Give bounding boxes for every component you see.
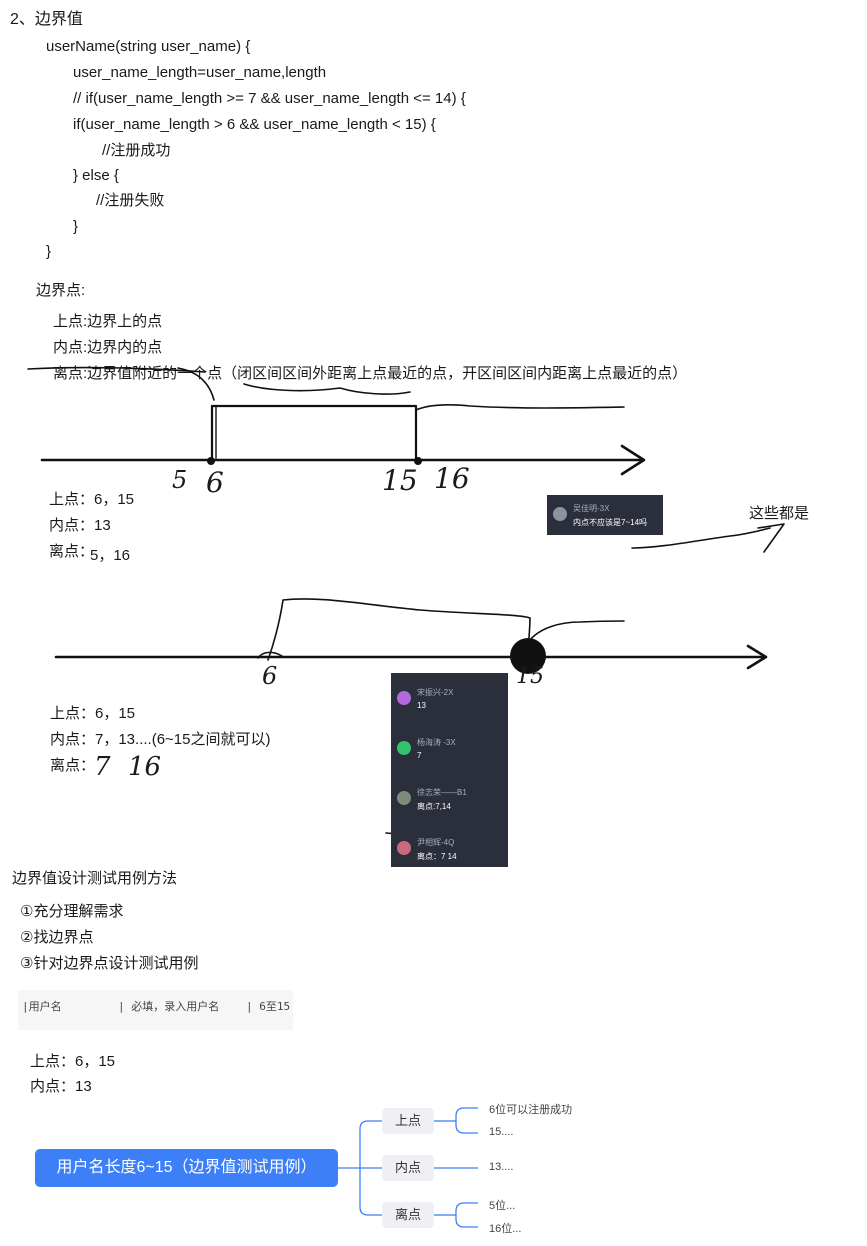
chat-text: 离点:7,14	[417, 802, 451, 811]
mindmap-leaf: 16位...	[489, 1223, 522, 1235]
chat-message: 杨海涛 -3X 7	[391, 737, 508, 777]
code-line: } else {	[73, 167, 119, 184]
table-cell: | 必填，录入用户名	[118, 1000, 220, 1013]
code-comment: //注册失败	[96, 192, 165, 209]
mindmap-node-on-point: 上点	[382, 1108, 434, 1134]
table-cell: | 6至15	[246, 1000, 291, 1013]
mindmap-node-in-point: 内点	[382, 1155, 434, 1181]
note-arrow-head	[757, 523, 785, 553]
summary-off: 离点：	[50, 757, 96, 774]
summary-in: 内点：7，13....(6~15之间就可以)	[50, 731, 271, 748]
hand-label: 6	[206, 466, 224, 499]
summary-off-values: 5，16	[90, 547, 131, 564]
avatar	[397, 791, 411, 805]
chat-text: 内点不应该是7~14吗	[573, 518, 648, 527]
chat-message: 尹相辉-4Q 离点：7 14	[391, 837, 508, 877]
hand-label: 7	[94, 752, 111, 782]
chat-author: 杨海涛 -3X	[417, 738, 456, 747]
chat-text: 13	[417, 701, 426, 710]
mindmap-leaf: 6位可以注册成功	[489, 1104, 573, 1116]
avatar	[397, 691, 411, 705]
note-text: 这些都是	[749, 505, 810, 522]
method-step: ②找边界点	[20, 929, 94, 946]
chat-author: 吴佳明-3X	[573, 504, 610, 513]
chat-author: 尹相辉-4Q	[417, 838, 455, 847]
point-6	[207, 457, 215, 465]
code-line: }	[46, 243, 52, 260]
avatar	[397, 741, 411, 755]
table-cell: |用户名	[22, 1000, 62, 1013]
mindmap-leaf: 5位...	[489, 1200, 516, 1212]
point-15-filled	[510, 638, 546, 674]
code-line: if(user_name_length > 6 && user_name_len…	[73, 116, 436, 133]
hand-label: 6	[262, 662, 278, 690]
hand-label: 5	[172, 466, 188, 494]
arrow-head-1	[620, 444, 646, 476]
requirement-table-row: |用户名 | 必填，录入用户名 | 6至15	[18, 990, 293, 1030]
mindmap-node-off-point: 离点	[382, 1202, 434, 1228]
strike-stroke	[27, 366, 206, 373]
points-in: 内点：13	[30, 1078, 92, 1095]
code-line: // if(user_name_length >= 7 && user_name…	[73, 90, 466, 107]
chat-panel-1: 吴佳明-3X 内点不应该是7~14吗	[547, 495, 663, 535]
note-arrow	[631, 527, 771, 549]
section-title: 2、边界值	[10, 11, 83, 28]
mindmap-leaf: 13....	[489, 1161, 514, 1173]
chat-message: 吴佳明-3X 内点不应该是7~14吗	[547, 503, 663, 543]
chat-panel-2: 宋振兴-2X 13 杨海涛 -3X 7 徐志荣——B1 离点:7,14 尹相辉-…	[391, 673, 508, 867]
hand-label: 16	[128, 752, 162, 782]
hand-label: 15	[516, 664, 544, 689]
summary-on: 上点：6，15	[50, 705, 136, 722]
extension-curve	[529, 620, 625, 641]
mindmap-root: 用户名长度6~15（边界值测试用例）	[35, 1149, 338, 1187]
chat-text: 离点：7 14	[417, 852, 457, 861]
interval-box	[210, 404, 418, 462]
summary-in: 内点：13	[49, 517, 111, 534]
avatar	[553, 507, 567, 521]
method-step: ①充分理解需求	[20, 903, 124, 920]
summary-off: 离点：	[49, 543, 95, 560]
hand-label: 16	[434, 462, 470, 495]
chat-message: 宋振兴-2X 13	[391, 687, 508, 727]
extension-line	[415, 404, 625, 411]
underline-stroke	[243, 383, 411, 395]
chat-author: 宋振兴-2X	[417, 688, 454, 697]
chat-message: 徐志荣——B1 离点:7,14	[391, 787, 508, 827]
curve-stroke	[177, 367, 215, 401]
definition-in-point: 内点:边界内的点	[53, 339, 163, 356]
arrow-head-2	[746, 644, 768, 670]
point-15	[414, 457, 422, 465]
chat-author: 徐志荣——B1	[417, 788, 467, 797]
boundary-heading: 边界点:	[36, 282, 86, 299]
method-title: 边界值设计测试用例方法	[12, 870, 178, 887]
code-line: }	[73, 218, 79, 235]
code-line: user_name_length=user_name,length	[73, 64, 327, 81]
hand-label: 15	[382, 464, 418, 497]
interval-curve	[267, 598, 531, 661]
definition-on-point: 上点:边界上的点	[53, 313, 163, 330]
definition-off-point: 离点:边界值附近的一个点（闭区间区间外距离上点最近的点，开区间区间内距离上点最近…	[53, 365, 688, 382]
avatar	[397, 841, 411, 855]
mindmap-leaf: 15....	[489, 1126, 514, 1138]
code-comment: //注册成功	[102, 142, 171, 159]
method-step: ③针对边界点设计测试用例	[20, 955, 199, 972]
summary-on: 上点：6，15	[49, 491, 135, 508]
points-on: 上点：6，15	[30, 1053, 116, 1070]
chat-text: 7	[417, 751, 422, 760]
code-line: userName(string user_name) {	[46, 38, 251, 55]
